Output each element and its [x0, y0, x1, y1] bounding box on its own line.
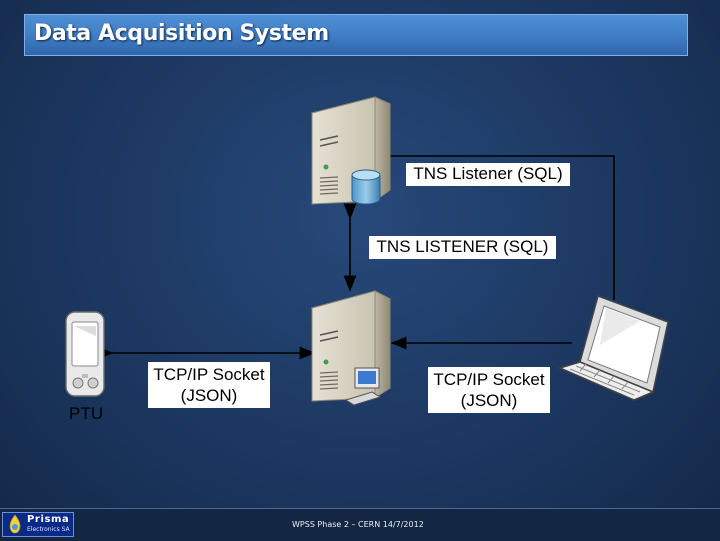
prisma-logo-icon [9, 514, 21, 534]
connector-laptop-to-db-server [352, 149, 615, 300]
logo-subtitle: Electronics SA [27, 526, 70, 533]
footer: Prisma Electronics SA WPSS Phase 2 – CER… [0, 508, 720, 541]
logo-name: Prisma [27, 514, 70, 525]
pda-device-icon [65, 311, 105, 397]
laptop-icon [557, 295, 669, 401]
ptu-label: PTU [69, 404, 103, 423]
footer-text: WPSS Phase 2 – CERN 14/7/2012 [292, 520, 424, 529]
application-server-icon [310, 290, 392, 406]
label-tcp-left-line1: TCP/IP Socket [153, 365, 265, 384]
label-tns-listener-top: TNS Listener (SQL) [406, 163, 570, 186]
prisma-logo: Prisma Electronics SA [2, 512, 74, 537]
label-tcp-right-line1: TCP/IP Socket [433, 370, 545, 389]
connectors [97, 149, 615, 360]
label-tcp-socket-right: TCP/IP Socket (JSON) [428, 367, 550, 413]
database-server-icon [310, 96, 392, 205]
title-bar: Data Acquisition System [24, 14, 688, 56]
label-tcp-socket-left: TCP/IP Socket (JSON) [148, 362, 270, 408]
label-tns-listener-mid: TNS LISTENER (SQL) [369, 236, 556, 259]
page-title: Data Acquisition System [34, 21, 329, 46]
label-tcp-right-line2: (JSON) [460, 391, 518, 410]
label-tcp-left-line2: (JSON) [180, 386, 238, 405]
